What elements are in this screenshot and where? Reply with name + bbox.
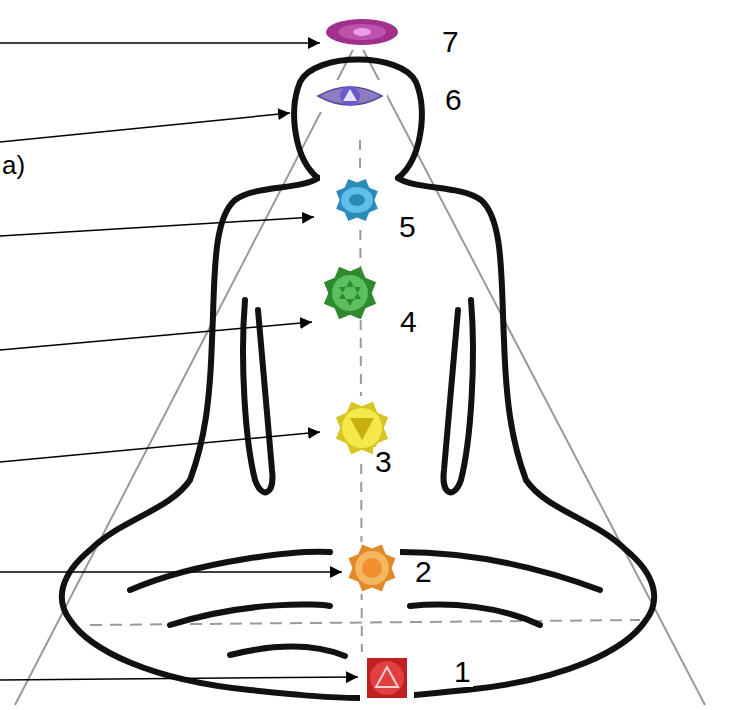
pyramid-outline <box>15 40 705 705</box>
callout-number: 7 <box>440 27 461 57</box>
root-chakra <box>360 652 414 706</box>
callout-number: 6 <box>443 85 464 115</box>
leader-arrows <box>0 43 358 680</box>
crown-chakra <box>324 14 402 50</box>
throat-chakra <box>320 176 394 224</box>
third-eye-chakra <box>315 80 387 112</box>
callout-number: 1 <box>452 657 473 687</box>
callout-number: 3 <box>373 447 394 477</box>
callout-number: 4 <box>398 307 419 337</box>
cropped-label: a) <box>0 152 27 178</box>
callout-number: 5 <box>397 212 418 242</box>
callout-number: 2 <box>413 557 434 587</box>
body-outline <box>62 60 654 699</box>
sacral-chakra <box>344 542 400 594</box>
heart-chakra <box>316 267 384 320</box>
